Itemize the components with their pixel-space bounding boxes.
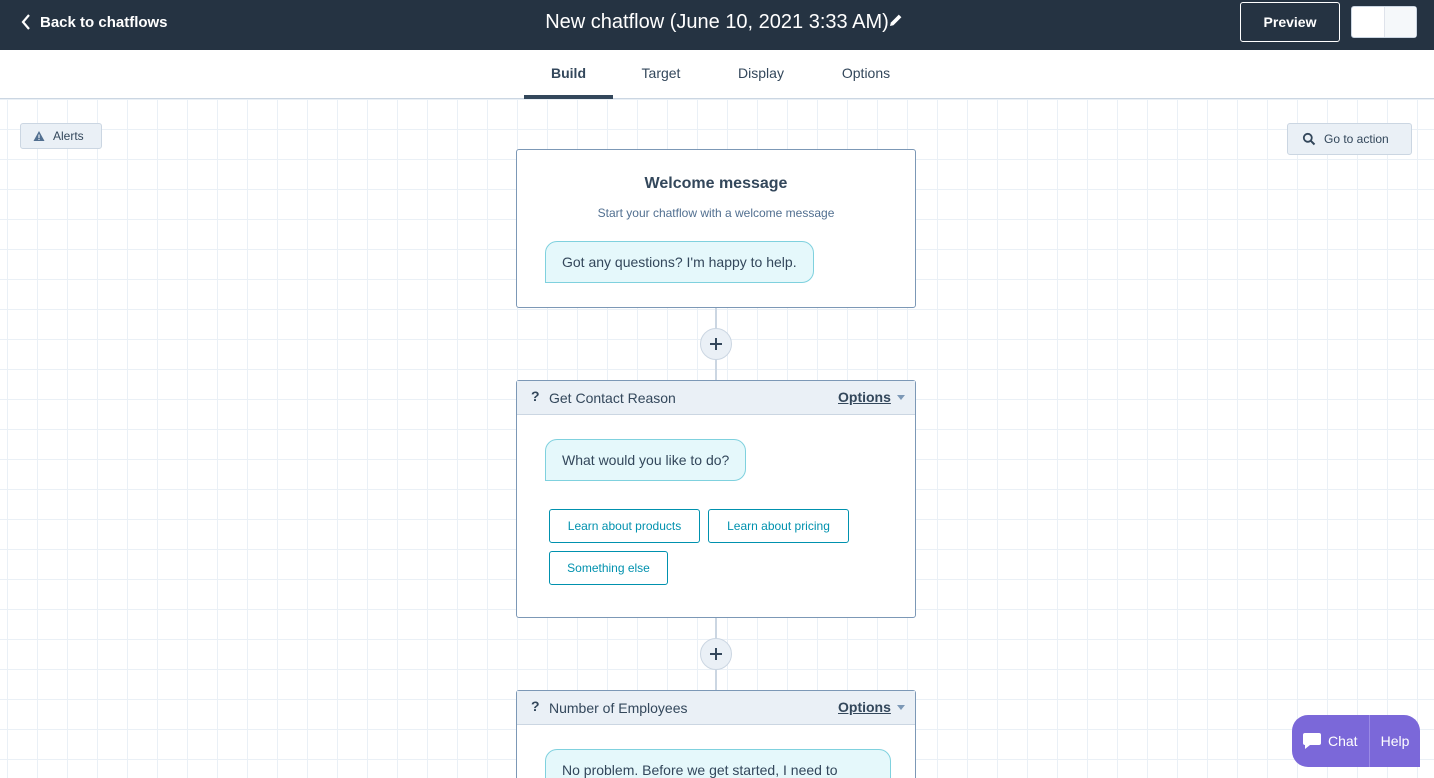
preview-button[interactable]: Preview: [1240, 2, 1340, 42]
help-button[interactable]: Help: [1369, 715, 1420, 767]
action-card-get-contact-reason[interactable]: ? Get Contact Reason Options What would …: [516, 380, 916, 618]
question-icon: ?: [531, 698, 540, 714]
choice-learn-about-pricing[interactable]: Learn about pricing: [708, 509, 849, 543]
top-bar: Back to chatflows New chatflow (June 10,…: [0, 0, 1434, 50]
chat-label: Chat: [1328, 733, 1358, 749]
search-icon: [1302, 132, 1316, 146]
add-action-button[interactable]: [700, 638, 732, 670]
options-dropdown[interactable]: Options: [838, 389, 905, 405]
add-action-button[interactable]: [700, 328, 732, 360]
toggle-switch[interactable]: [1351, 6, 1417, 38]
options-dropdown[interactable]: Options: [838, 699, 905, 715]
plus-icon: [710, 338, 722, 350]
flow-canvas[interactable]: Alerts Go to action Welcome message Star…: [0, 99, 1434, 778]
welcome-title: Welcome message: [644, 175, 788, 192]
tab-bar: Build Target Display Options: [0, 50, 1434, 99]
chat-bubble-icon: [1303, 733, 1321, 749]
alerts-button[interactable]: Alerts: [20, 123, 102, 149]
options-label: Options: [838, 389, 891, 405]
welcome-bubble[interactable]: Got any questions? I'm happy to help.: [545, 241, 814, 283]
tab-options[interactable]: Options: [841, 65, 891, 81]
options-label: Options: [838, 699, 891, 715]
back-label: Back to chatflows: [40, 13, 168, 31]
tab-build[interactable]: Build: [524, 50, 613, 99]
back-to-chatflows-link[interactable]: Back to chatflows: [20, 0, 168, 44]
action-name: Number of Employees: [549, 700, 688, 716]
chevron-left-icon: [21, 14, 30, 30]
action-card-header: ? Number of Employees Options: [517, 691, 915, 725]
plus-icon: [710, 648, 722, 660]
action-name: Get Contact Reason: [549, 390, 676, 406]
chat-help-widget: Chat Help: [1292, 715, 1420, 767]
question-bubble[interactable]: No problem. Before we get started, I nee…: [545, 749, 891, 778]
tab-display[interactable]: Display: [738, 65, 784, 81]
question-icon: ?: [531, 388, 540, 404]
warning-icon: [33, 131, 45, 141]
tab-target[interactable]: Target: [641, 65, 681, 81]
caret-down-icon: [896, 394, 905, 400]
pencil-icon[interactable]: [888, 12, 904, 28]
question-bubble[interactable]: What would you like to do?: [545, 439, 747, 481]
choice-something-else[interactable]: Something else: [549, 551, 668, 585]
choice-learn-about-products[interactable]: Learn about products: [549, 509, 700, 543]
go-to-action-label: Go to action: [1324, 132, 1389, 146]
welcome-subtitle: Start your chatflow with a welcome messa…: [597, 206, 835, 220]
chat-button[interactable]: Chat: [1292, 715, 1369, 767]
action-card-number-of-employees[interactable]: ? Number of Employees Options No problem…: [516, 690, 916, 778]
go-to-action-button[interactable]: Go to action: [1287, 123, 1412, 155]
chatflow-title[interactable]: New chatflow (June 10, 2021 3:33 AM): [545, 10, 889, 33]
caret-down-icon: [896, 704, 905, 710]
alerts-label: Alerts: [53, 129, 84, 143]
welcome-message-card[interactable]: Welcome message Start your chatflow with…: [516, 149, 916, 308]
action-card-header: ? Get Contact Reason Options: [517, 381, 915, 415]
